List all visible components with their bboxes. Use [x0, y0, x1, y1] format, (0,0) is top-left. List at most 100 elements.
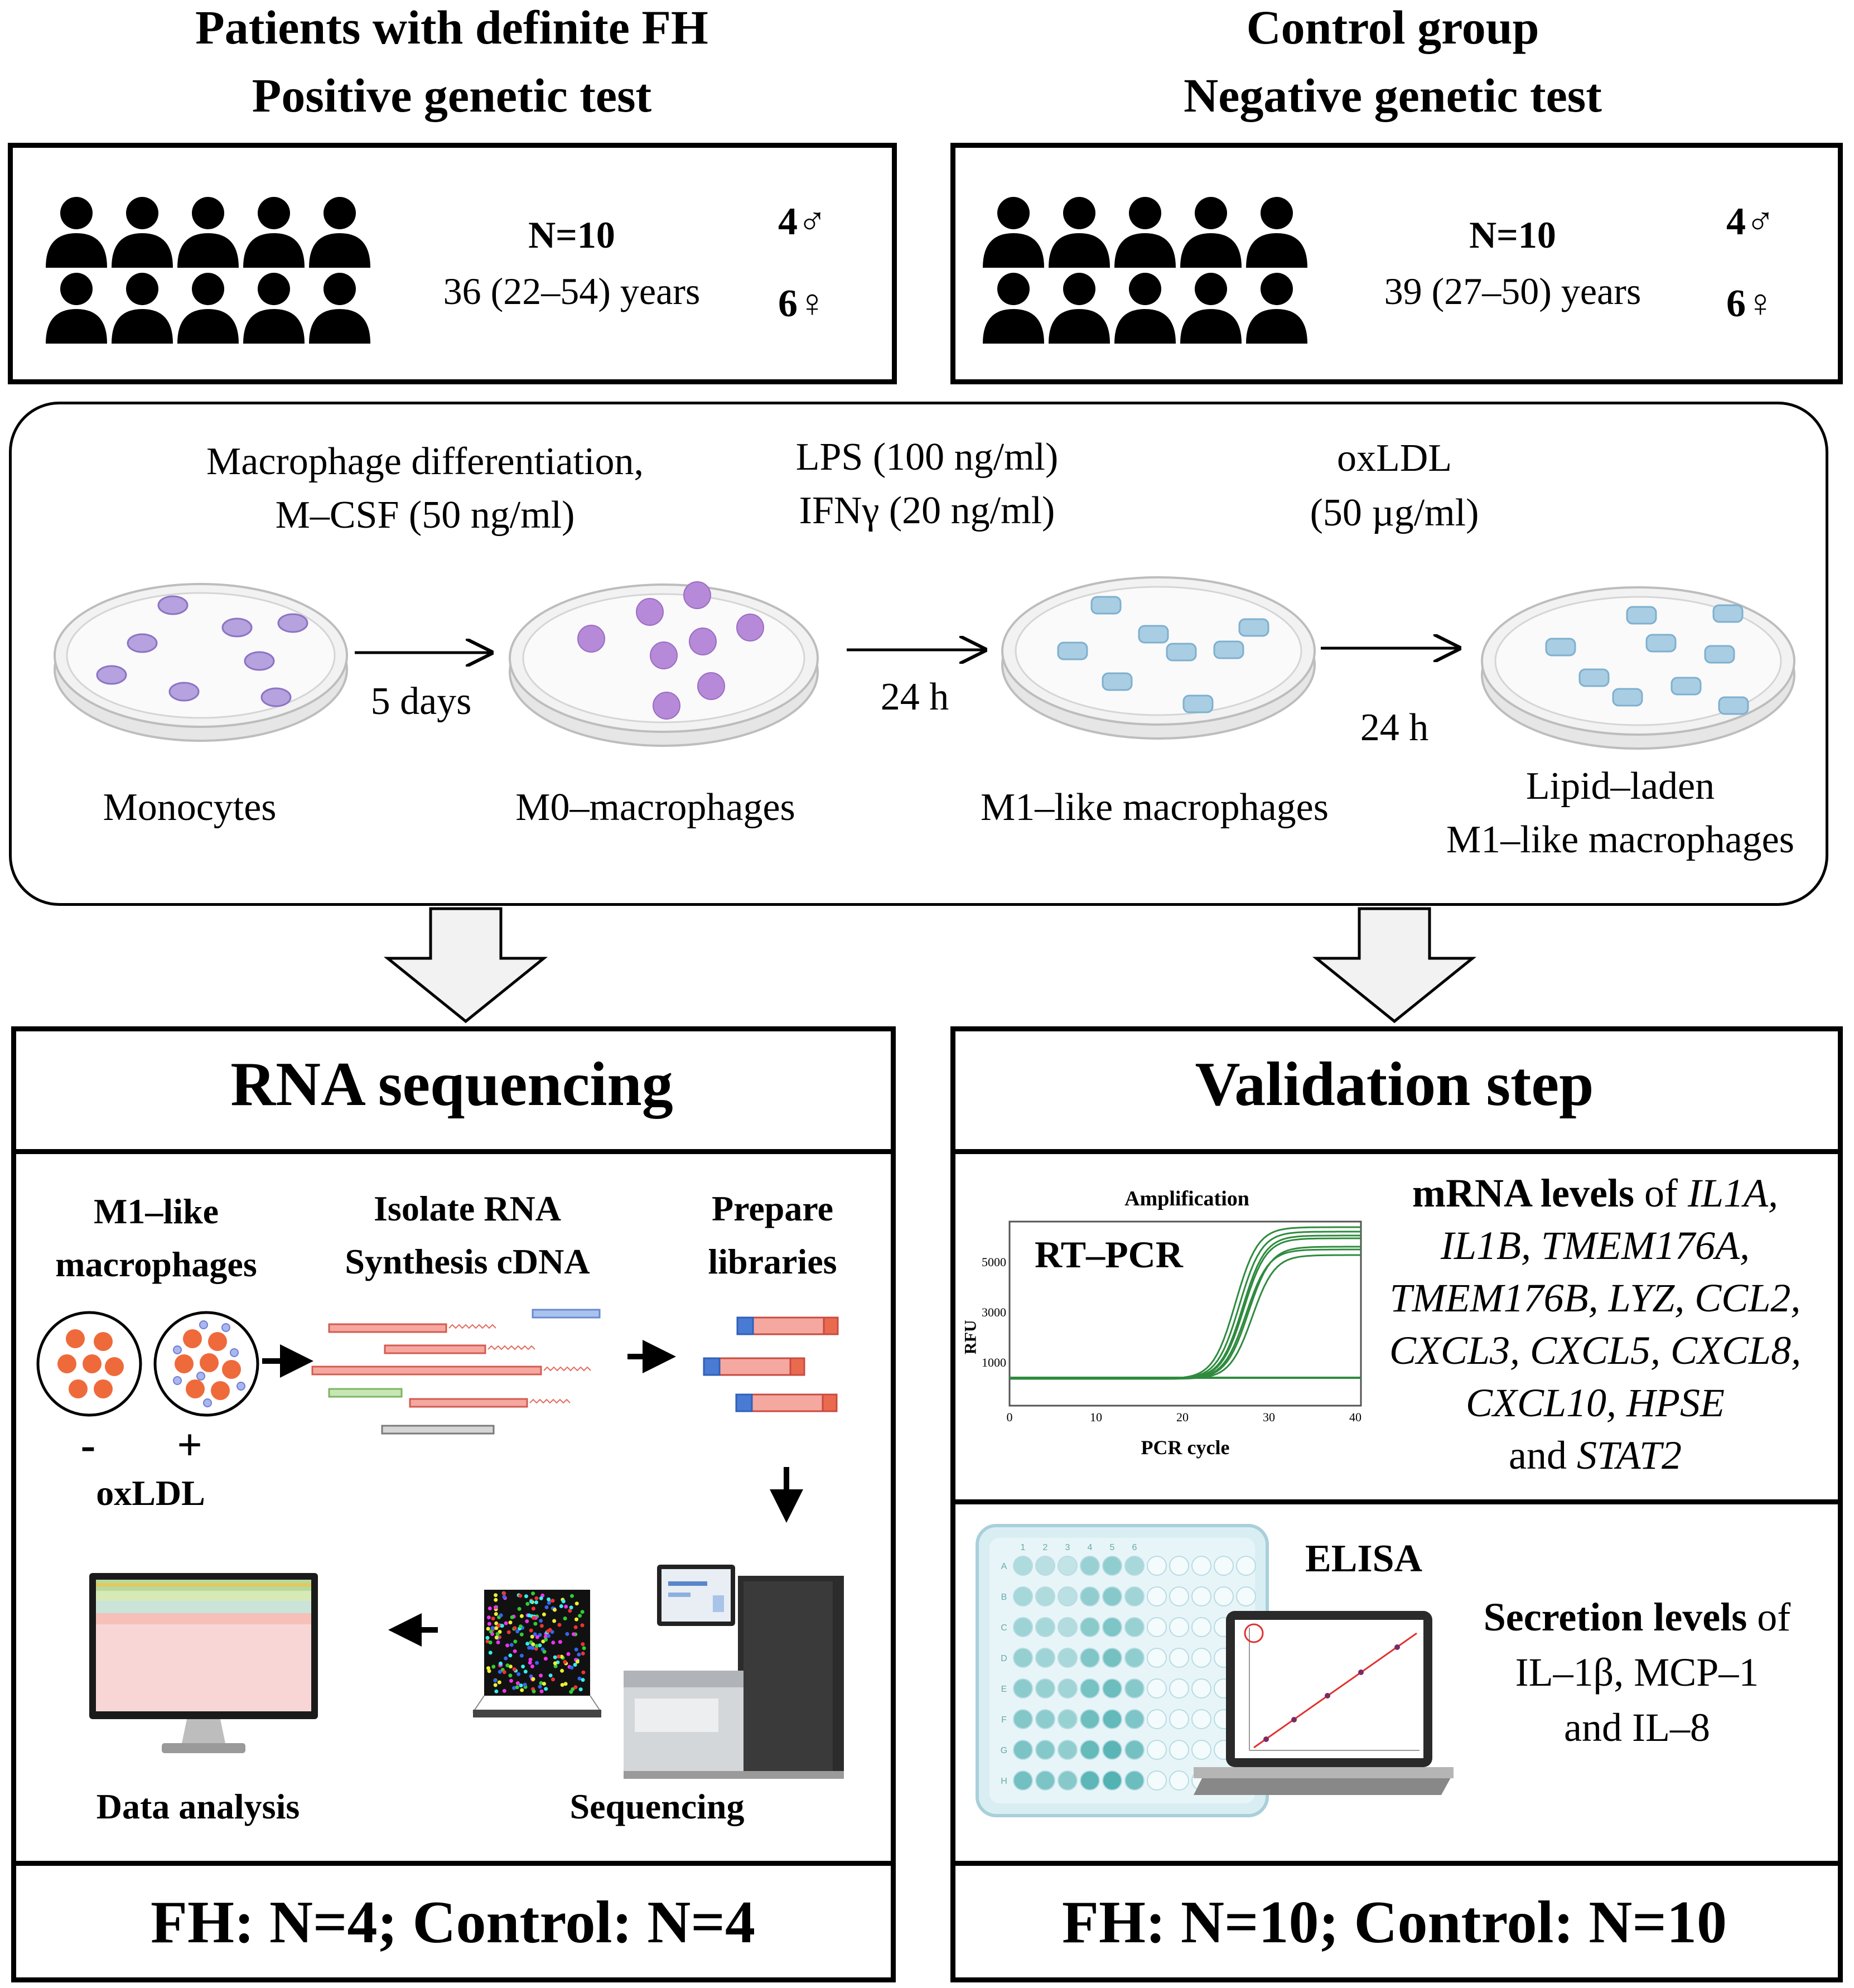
sequence-dot [513, 1626, 517, 1630]
rnaseq-col2-line1: Isolate RNA [374, 1189, 561, 1228]
sequence-dot [506, 1630, 511, 1634]
sequence-dot [488, 1651, 493, 1655]
plate-col-label: 2 [1043, 1543, 1048, 1552]
sequence-dot [563, 1617, 567, 1620]
plate-well [1147, 1617, 1167, 1637]
sequencing-label: Sequencing [569, 1787, 745, 1826]
sequence-dot [532, 1616, 536, 1620]
sequence-dot [531, 1591, 535, 1596]
sequence-dot [534, 1644, 539, 1648]
plate-well [1035, 1556, 1055, 1576]
libraries-icon [703, 1316, 839, 1412]
sequence-dot [525, 1619, 529, 1623]
plate-col-label: 1 [1021, 1543, 1026, 1552]
sequence-dot [494, 1626, 499, 1630]
sequence-dot [533, 1622, 538, 1626]
rna-fragments-icon [311, 1309, 601, 1435]
plate-well [1169, 1678, 1189, 1699]
plate-well [1035, 1770, 1055, 1791]
plate-well [1080, 1740, 1100, 1760]
plate-well [1124, 1556, 1145, 1576]
pcr-xtick: 20 [1176, 1410, 1189, 1424]
plate-well [1191, 1740, 1211, 1760]
fh-n: N=10 [528, 214, 615, 256]
sequence-dot [553, 1608, 557, 1612]
pcr-curve [1010, 1248, 1361, 1380]
sequence-dot [547, 1597, 551, 1601]
sequence-dot [552, 1619, 557, 1623]
sequence-dot [519, 1632, 524, 1637]
plate-well [1035, 1740, 1055, 1760]
secretion-of: of [1747, 1595, 1791, 1639]
sequence-dot [544, 1687, 548, 1691]
sequence-dot [574, 1601, 579, 1606]
sequence-dot [494, 1598, 498, 1602]
sequence-dot [535, 1635, 539, 1639]
plate-well [1169, 1556, 1189, 1576]
pcr-label: RT–PCR [1035, 1233, 1183, 1276]
plate-well [1191, 1556, 1211, 1576]
plate-well [1080, 1586, 1100, 1606]
plate-well [1058, 1770, 1078, 1791]
label-m1: M1–like macrophages [981, 786, 1329, 829]
sequence-dot [505, 1643, 510, 1648]
sequence-dot [575, 1659, 580, 1664]
plate-well [1080, 1556, 1100, 1576]
plate-well [1124, 1740, 1145, 1760]
elisa-label: ELISA [1305, 1537, 1423, 1580]
sequence-dot [519, 1653, 524, 1658]
validation-title: Validation step [1195, 1050, 1594, 1119]
plate-well [1124, 1617, 1145, 1637]
secretion-bold: Secretion levels [1483, 1595, 1747, 1639]
sequence-dot [580, 1623, 585, 1628]
secretion-line1: Secretion levels of [1484, 1594, 1791, 1640]
sequence-dot [505, 1663, 510, 1668]
time-24h-a: 24 h [880, 675, 949, 718]
sequence-dot [547, 1601, 551, 1605]
sequence-dot [539, 1619, 543, 1623]
plate-well [1102, 1556, 1122, 1576]
plus-sign: + [177, 1421, 202, 1470]
plate-well [1080, 1678, 1100, 1699]
plate-well [1124, 1586, 1145, 1606]
plate-well [1013, 1586, 1033, 1606]
sequence-dot [534, 1596, 539, 1600]
sequence-dot [508, 1664, 513, 1669]
sequence-dot [565, 1632, 569, 1636]
sequence-dot [486, 1666, 490, 1671]
cell-wells-icon [36, 1311, 259, 1417]
fh-title-line1: Patients with definite FH [195, 1, 708, 54]
sequence-dot [495, 1632, 500, 1636]
sequence-dot [486, 1627, 490, 1631]
rnaseq-col3-line2: libraries [708, 1242, 837, 1281]
rnaseq-footer-divider [11, 1861, 896, 1866]
sequence-dot [494, 1689, 499, 1693]
sequence-dot [543, 1657, 548, 1661]
sequence-dot [498, 1669, 502, 1674]
sequence-dot [528, 1657, 533, 1662]
plate-well [1147, 1556, 1167, 1576]
label-lipid-laden-line1: Lipid–laden [1525, 765, 1715, 808]
sequence-dot [515, 1629, 520, 1634]
sequence-dot [508, 1653, 513, 1658]
plate-row-label: G [1001, 1746, 1007, 1755]
plate-well [1191, 1586, 1211, 1606]
genes-line5: CXCL10, HPSE [1465, 1381, 1725, 1425]
plate-well [1169, 1586, 1189, 1606]
monitor-icon [89, 1573, 318, 1753]
sequence-dot [499, 1661, 503, 1666]
validation-mid-divider [950, 1499, 1843, 1504]
plate-col-label: 5 [1110, 1543, 1115, 1552]
sequence-dot [559, 1604, 563, 1608]
sequence-dot [557, 1654, 561, 1659]
plate-well [1169, 1617, 1189, 1637]
sequence-dot [539, 1596, 543, 1600]
rnaseq-col1-line2: macrophages [55, 1244, 257, 1284]
sequence-dot [515, 1681, 520, 1686]
plate-well [1147, 1648, 1167, 1668]
sequence-dot [544, 1638, 548, 1642]
sequence-dot [502, 1670, 506, 1675]
plate-well [1058, 1678, 1078, 1699]
sequence-dot [561, 1599, 566, 1604]
sequence-dot [487, 1669, 491, 1673]
